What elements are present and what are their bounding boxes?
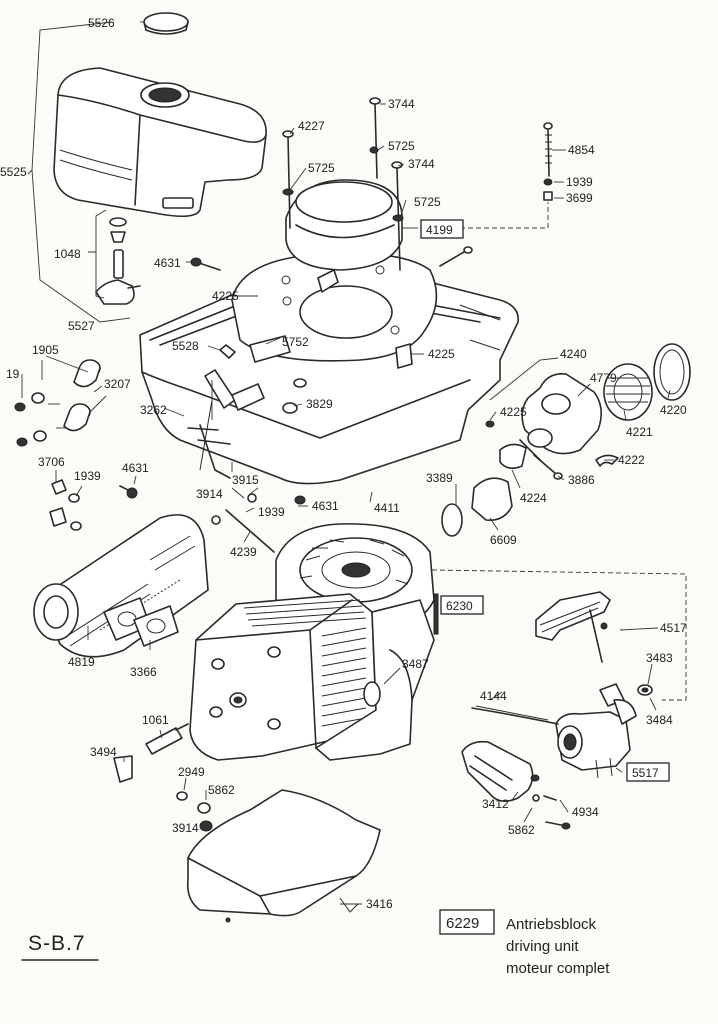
callout-3494: 3494 [90,745,117,759]
carburettor [555,683,653,779]
fuel-tap [95,217,141,305]
callout-1939-a: 1939 [74,469,101,483]
callout-4240: 4240 [560,347,587,361]
fuel-cap [143,12,189,35]
legend-part-box [439,909,495,935]
legend-block: 6229 Antriebsblock driving unit moteur c… [439,909,610,977]
air-filter-assembly [485,343,691,480]
callout-5862-a: 5862 [208,783,235,797]
bolt-4854 [543,122,553,201]
callout-1048: 1048 [54,247,81,261]
legend-part-number: 6229 [446,915,479,932]
cylinder-cover [186,789,381,923]
callout-3389: 3389 [426,471,453,485]
callout-4225-c: 4225 [500,405,527,419]
spark-plug-parts [113,723,213,832]
callout-4239: 4239 [230,545,257,559]
callout-3412: 3412 [482,797,509,811]
callout-3914-a: 3914 [196,487,223,501]
callout-3744-b: 3744 [408,157,435,171]
callout-5525: 5525 [0,165,27,179]
exhaust-gaskets [103,597,179,647]
air-intake-elbow [441,477,513,537]
callout-3207: 3207 [104,377,131,391]
callout-6609: 6609 [490,533,517,547]
callout-3484: 3484 [646,713,673,727]
callout-5862-b: 5862 [508,823,535,837]
crankcase [315,593,439,761]
callout-labels: 5526 5525 1048 5527 1905 19 3207 3262 37… [0,16,687,911]
callout-1905: 1905 [32,343,59,357]
callout-3262: 3262 [140,403,167,417]
callout-2949: 2949 [178,765,205,779]
callout-1061: 1061 [142,713,169,727]
sheet-code-block: S-B.7 [21,932,99,961]
callout-4199: 4199 [426,223,453,237]
callout-5527: 5527 [68,319,95,333]
callout-3829: 3829 [306,397,333,411]
sheet-code: S-B.7 [28,932,86,955]
callout-5528: 5528 [172,339,199,353]
callout-4631-a: 4631 [122,461,149,475]
callout-5517: 5517 [632,766,659,780]
callout-4222: 4222 [618,453,645,467]
callout-3744-a: 3744 [388,97,415,111]
callout-3416: 3416 [366,897,393,911]
callout-4221: 4221 [626,425,653,439]
rubber-mounts [14,359,231,447]
intake-manifold [461,740,571,830]
callout-3487: 3487 [402,657,429,671]
callout-3483: 3483 [646,651,673,665]
muffler [33,514,209,658]
legend-line-fr: moteur complet [506,960,610,977]
callout-3914-b: 3914 [172,821,199,835]
callout-3886: 3886 [568,473,595,487]
callout-3366: 3366 [130,665,157,679]
callout-4220: 4220 [660,403,687,417]
callout-5752: 5752 [282,335,309,349]
callout-4225-a: 4225 [212,289,239,303]
leader-lines [21,21,687,905]
callout-4631-b: 4631 [312,499,339,513]
gasket-plate [231,252,438,362]
callout-4631-c: 4631 [154,256,181,270]
callout-4224: 4224 [520,491,547,505]
callout-1939-b: 1939 [258,505,285,519]
callout-4934: 4934 [572,805,599,819]
callout-5725-c: 5725 [414,195,441,209]
callout-4819: 4819 [68,655,95,669]
callout-4411: 4411 [374,501,400,515]
callout-6230: 6230 [446,599,473,613]
throttle-cable [471,705,559,725]
callout-4199-box [420,219,464,239]
callout-3706: 3706 [38,455,65,469]
callout-4225-b: 4225 [428,347,455,361]
callout-3915: 3915 [232,473,259,487]
callout-1939-c: 1939 [566,175,593,189]
callout-5526: 5526 [88,16,115,30]
fuel-tank [53,67,267,218]
air-duct-housing [285,179,403,293]
callout-5725-a: 5725 [388,139,415,153]
control-bracket [535,591,611,663]
legend-line-en: driving unit [506,938,579,955]
callout-5725-b: 5725 [308,161,335,175]
callout-19: 19 [6,367,20,381]
bracket-parts [204,335,413,414]
callout-5517-box [626,762,670,782]
callout-4227: 4227 [298,119,325,133]
legend-line-de: Antriebsblock [506,916,597,933]
muffler-hardware [49,479,306,553]
bolts-upper [190,97,473,271]
callout-6230-box [440,595,484,615]
callout-3699: 3699 [566,191,593,205]
callout-4854: 4854 [568,143,595,157]
callout-4779: 4779 [590,371,617,385]
callout-4517: 4517 [660,621,687,635]
callout-4144: 4144 [480,689,507,703]
